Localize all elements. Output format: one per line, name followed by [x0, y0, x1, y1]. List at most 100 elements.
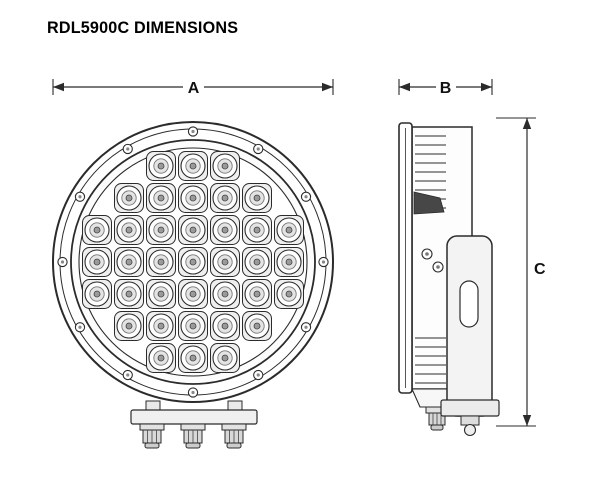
- led-cell: [274, 279, 304, 309]
- led-die: [125, 322, 133, 330]
- front-view: [52, 121, 334, 449]
- led-die: [157, 194, 165, 202]
- housing-bolt: [421, 248, 433, 260]
- led-grid: [82, 151, 304, 373]
- dim-c-label: C: [534, 261, 546, 278]
- led-die: [253, 258, 261, 266]
- led-cell: [242, 215, 272, 245]
- led-cell: [178, 151, 208, 181]
- led-die: [221, 322, 229, 330]
- led-cell: [274, 247, 304, 277]
- led-die: [189, 354, 197, 362]
- led-cell: [242, 247, 272, 277]
- led-die: [157, 354, 165, 362]
- led-cell: [146, 247, 176, 277]
- dim-a-arrow-right: [322, 82, 333, 92]
- led-die: [189, 194, 197, 202]
- led-die: [221, 226, 229, 234]
- side-view: [398, 122, 500, 437]
- led-die: [157, 322, 165, 330]
- led-cell: [210, 215, 240, 245]
- led-cell: [114, 311, 144, 341]
- led-die: [221, 354, 229, 362]
- led-cell: [210, 279, 240, 309]
- led-die: [157, 162, 165, 170]
- led-die: [189, 226, 197, 234]
- led-cell: [210, 151, 240, 181]
- led-die: [93, 226, 101, 234]
- bracket-foot: [440, 399, 500, 417]
- led-cell: [146, 151, 176, 181]
- led-die: [157, 290, 165, 298]
- led-die: [125, 258, 133, 266]
- led-die: [221, 194, 229, 202]
- led-die: [221, 290, 229, 298]
- led-cell: [210, 343, 240, 373]
- led-die: [285, 226, 293, 234]
- heatsink-fins-bottom: [415, 337, 446, 384]
- rim-bolt: [300, 191, 312, 202]
- dimension-a: A: [52, 77, 334, 97]
- led-cell: [146, 215, 176, 245]
- rim-bolt: [253, 369, 264, 381]
- rim-bolt: [57, 256, 68, 268]
- bracket-slot: [459, 280, 479, 328]
- rim-bolt-ring: [57, 126, 329, 398]
- led-die: [157, 258, 165, 266]
- side-connector-cap: [430, 424, 444, 431]
- led-cell: [274, 215, 304, 245]
- foot-bolt-shank: [460, 415, 480, 426]
- led-cell: [178, 183, 208, 213]
- led-cell: [178, 279, 208, 309]
- led-die: [285, 258, 293, 266]
- led-cell: [210, 183, 240, 213]
- front-connectors: [139, 423, 247, 449]
- rim-bolt: [74, 322, 86, 333]
- front-base: [130, 400, 258, 449]
- reflector-shadow: [413, 191, 445, 215]
- led-cell: [178, 343, 208, 373]
- led-cell: [82, 247, 112, 277]
- dim-b-label-gap: [436, 77, 456, 96]
- side-connector: [425, 406, 449, 431]
- connector-plug: [139, 423, 165, 449]
- rim-bolt: [74, 191, 86, 202]
- led-die: [189, 322, 197, 330]
- dim-a-label: A: [188, 80, 200, 97]
- dimension-b: B: [398, 77, 493, 97]
- led-cell: [178, 311, 208, 341]
- led-cell: [242, 183, 272, 213]
- connector-plug: [180, 423, 206, 449]
- led-cell: [146, 311, 176, 341]
- led-cell: [146, 279, 176, 309]
- rim-bolt: [300, 322, 312, 333]
- led-cell: [178, 215, 208, 245]
- rim-bolt: [253, 143, 264, 155]
- led-die: [253, 322, 261, 330]
- side-bolts: [421, 248, 444, 273]
- rim-bolt: [122, 369, 133, 381]
- led-die: [157, 226, 165, 234]
- dim-c-arrow-bottom: [522, 415, 532, 426]
- foot-bolt-head: [463, 423, 477, 437]
- led-cell: [242, 279, 272, 309]
- led-die: [125, 194, 133, 202]
- led-cell: [146, 343, 176, 373]
- led-die: [253, 290, 261, 298]
- led-die: [189, 258, 197, 266]
- led-die: [253, 194, 261, 202]
- dim-a-label-gap: [183, 77, 204, 96]
- rim-bolt: [187, 387, 199, 398]
- led-die: [189, 290, 197, 298]
- led-die: [125, 290, 133, 298]
- led-die: [253, 226, 261, 234]
- led-cell: [210, 247, 240, 277]
- led-cell: [146, 183, 176, 213]
- led-die: [221, 162, 229, 170]
- led-die: [221, 258, 229, 266]
- dim-b-label: B: [440, 80, 452, 97]
- dim-c-arrow-top: [522, 118, 532, 129]
- led-die: [285, 290, 293, 298]
